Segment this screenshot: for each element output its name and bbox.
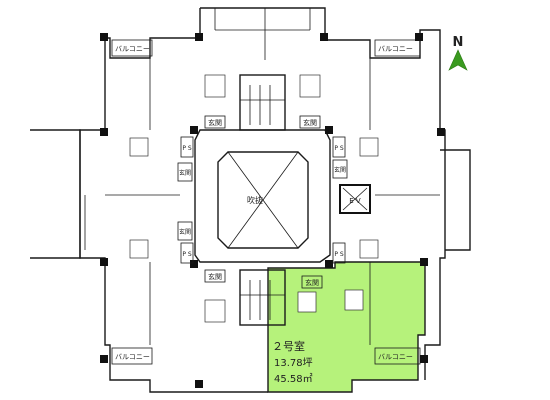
entrance-label: 玄関: [303, 118, 317, 127]
ps-label: P S: [182, 251, 192, 258]
ev-label: E V: [349, 197, 361, 205]
unit-2-area: 45.58㎡: [274, 373, 313, 385]
elevator: E V: [339, 184, 371, 214]
entrance-label: 玄関: [334, 166, 346, 174]
entrance-label: 玄関: [179, 169, 191, 177]
ps-label: P S: [334, 251, 344, 258]
balcony-label-nw: バルコニー: [115, 45, 150, 53]
entrance-label: 玄関: [208, 118, 222, 127]
entrance-label: 玄関: [208, 272, 222, 281]
north-compass-icon: N: [448, 35, 468, 71]
ps-labels: P S P S P S P S: [180, 136, 346, 264]
entrance-label-unit-2: 玄関: [305, 278, 319, 287]
outer-walls: [30, 7, 471, 393]
atrium: 吹抜: [217, 151, 309, 249]
unit-2-name: ２号室: [272, 339, 305, 353]
unit-2-info: ２号室 13.78坪 45.58㎡: [272, 339, 313, 385]
atrium-label: 吹抜: [247, 195, 263, 205]
entrance-labels: 玄関 玄関 玄関 玄関 玄関 玄関 玄関: [177, 115, 348, 289]
balcony-label-ne: バルコニー: [378, 45, 413, 53]
compass-letter: N: [453, 35, 464, 50]
unit-2-highlight[interactable]: [267, 261, 426, 393]
balcony-label-se: バルコニー: [378, 353, 413, 361]
ps-label: P S: [334, 145, 344, 152]
balcony-label-sw: バルコニー: [115, 353, 150, 361]
unit-2-tsubo: 13.78坪: [274, 356, 313, 369]
ps-label: P S: [182, 145, 192, 152]
bath-fixtures: [129, 74, 379, 323]
columns: [100, 33, 445, 388]
entrance-label: 玄関: [179, 228, 191, 236]
